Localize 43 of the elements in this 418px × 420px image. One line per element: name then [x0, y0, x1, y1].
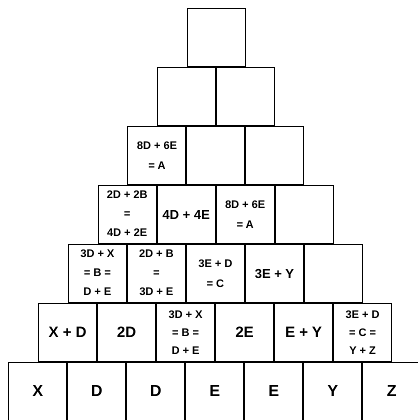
pyramid-box	[185, 362, 244, 420]
pyramid-box	[215, 303, 274, 362]
empty-box	[187, 8, 246, 67]
expression: X	[32, 382, 44, 402]
pyramid-box	[362, 362, 418, 420]
expression: E	[209, 382, 220, 402]
expression: 4D + 4E	[162, 206, 210, 224]
pyramid-box	[274, 303, 333, 362]
expression: X + D	[48, 322, 86, 342]
expression: E	[268, 382, 280, 402]
expression: 3E + Y	[254, 264, 294, 282]
expression: 2D	[116, 322, 136, 342]
pyramid-box	[97, 303, 156, 362]
expression: 8D + 6E = A	[225, 198, 266, 232]
expression: D	[90, 382, 102, 402]
expression: 8D + 6E = A	[136, 138, 177, 174]
expression: Y	[327, 382, 338, 402]
pyramid-box	[216, 185, 275, 244]
pyramid-box	[8, 362, 68, 420]
expression: 3D + X = B = D + E	[80, 247, 114, 300]
pyramid-box	[127, 126, 186, 185]
pyramid-box	[186, 244, 245, 303]
expression: 2E	[235, 322, 254, 342]
pyramid-box	[38, 303, 97, 362]
pyramid-box	[98, 185, 157, 244]
pyramid-box	[333, 303, 392, 362]
pyramid-box	[68, 244, 127, 303]
pyramid-box	[244, 362, 304, 420]
expression: 3E + D = C = Y + Z	[346, 308, 380, 358]
pyramid-box	[126, 244, 186, 303]
pyramid-box	[67, 362, 126, 420]
expression: E + Y	[285, 322, 322, 342]
pyramid-box	[303, 362, 362, 420]
expression: 3E + D = C	[198, 256, 232, 292]
expression: Z	[386, 382, 397, 402]
expression: D	[150, 382, 162, 402]
expression: 3D + X = B = D + E	[168, 308, 202, 358]
expression: 2D + 2B = 4D + 2E	[106, 188, 148, 241]
pyramid-box	[156, 185, 216, 244]
pyramid-box	[244, 244, 304, 303]
pyramid-box	[156, 303, 215, 362]
pyramid-box	[126, 362, 186, 420]
expression: 2D + B = 3D + E	[139, 247, 174, 300]
